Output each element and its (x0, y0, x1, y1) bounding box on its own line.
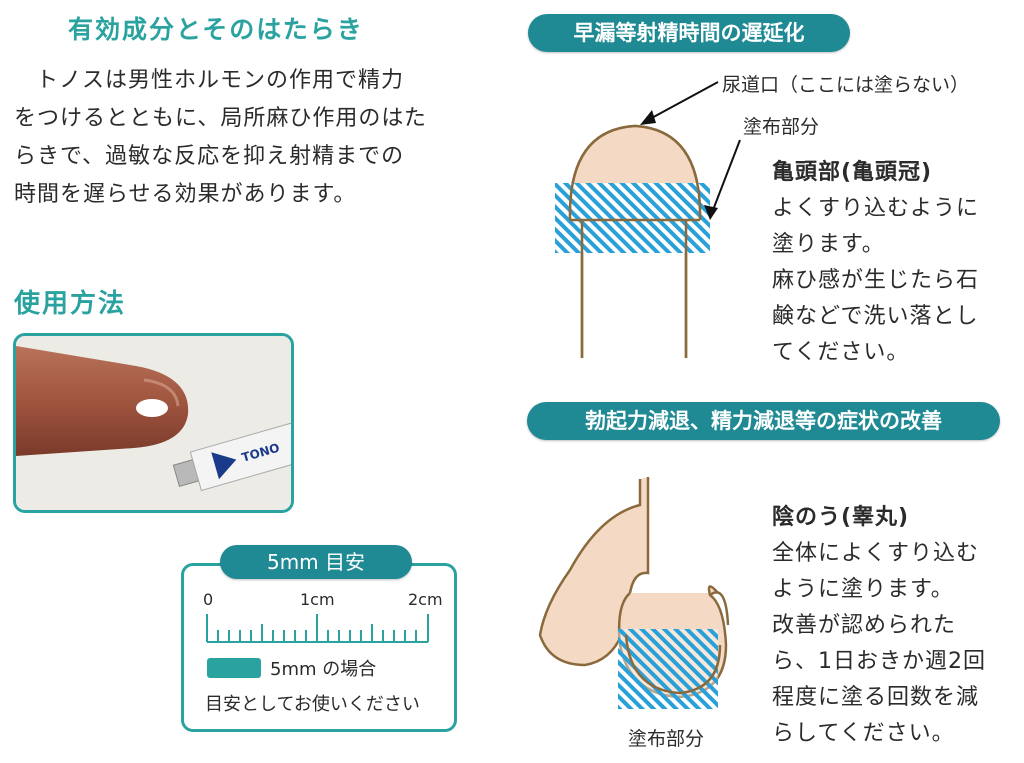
glans-line: てください。 (772, 340, 910, 365)
ruler-tick-0: 0 (203, 590, 214, 609)
section-title-usage: 使用方法 (14, 289, 127, 319)
ruler-note: 目安としてお使いください (205, 694, 420, 715)
scrotum-line: ように塗ります。 (772, 577, 954, 602)
five-mm-swatch (207, 658, 261, 678)
scrotum-line: らしてください。 (772, 721, 955, 746)
glans-line: 麻ひ感が生じたら石 (772, 268, 980, 293)
ruler-tick-2cm: 2cm (408, 590, 443, 609)
apply-area-label-bottom: 塗布部分 (628, 728, 705, 750)
ointment-dab (136, 399, 168, 417)
section-title-ingredients: 有効成分とそのはたらき (68, 15, 364, 44)
glans-line: 塗ります。 (772, 232, 885, 257)
glans-line: 鹸などで洗い落とし (772, 304, 979, 329)
apply-area-label-top: 塗布部分 (743, 116, 820, 138)
ruler-scale (206, 614, 429, 643)
glans-diagram (555, 81, 741, 358)
scrotum-line: 程度に塗る回数を減 (772, 685, 980, 710)
scrotum-line: 全体によくすり込む (772, 541, 980, 566)
scrotum-description: 陰のう(睾丸) 全体によくすり込む ように塗ります。 改善が認められた ら、1日… (772, 500, 1017, 752)
intro-line: 時間を遅らせる効果があります。 (14, 182, 357, 207)
ruler-guide (181, 563, 457, 732)
scrotum-diagram (538, 477, 730, 709)
intro-line: らきで、過敏な反応を抑え射精までの (14, 144, 405, 169)
ruler-badge: 5mm 目安 (220, 545, 412, 579)
intro-line: をつけるとともに、局所麻ひ作用のはた (14, 106, 427, 131)
badge-premature-ejaculation: 早漏等射精時間の遅延化 (528, 14, 850, 52)
hatched-apply-area-bottom (618, 629, 718, 709)
tube: TONO (172, 421, 291, 492)
finger-tube-illustration: TONO (16, 336, 291, 510)
usage-photo: TONO (13, 333, 294, 513)
badge-erectile-improvement: 勃起力減退、精力減退等の症状の改善 (527, 402, 1000, 440)
scrotum-line: ら、1日おきか週2回 (772, 649, 986, 674)
glans-description: 亀頭部(亀頭冠) よくすり込むように 塗ります。 麻ひ感が生じたら石 鹸などで洗… (772, 155, 1017, 371)
scrotum-heading: 陰のう(睾丸) (772, 505, 910, 530)
glans-line: よくすり込むように (772, 196, 980, 221)
ruler-legend: 5mm の場合 (270, 659, 377, 680)
finger (16, 346, 189, 456)
scrotum-line: 改善が認められた (772, 613, 957, 638)
ruler-tick-1cm: 1cm (300, 590, 335, 609)
glans-heading: 亀頭部(亀頭冠) (772, 160, 933, 185)
intro-paragraph: トノスは男性ホルモンの作用で精力 をつけるとともに、局所麻ひ作用のはた らきで、… (14, 62, 474, 214)
urethra-label: 尿道口（ここには塗らない） (722, 74, 970, 96)
intro-line: トノスは男性ホルモンの作用で精力 (36, 68, 405, 93)
